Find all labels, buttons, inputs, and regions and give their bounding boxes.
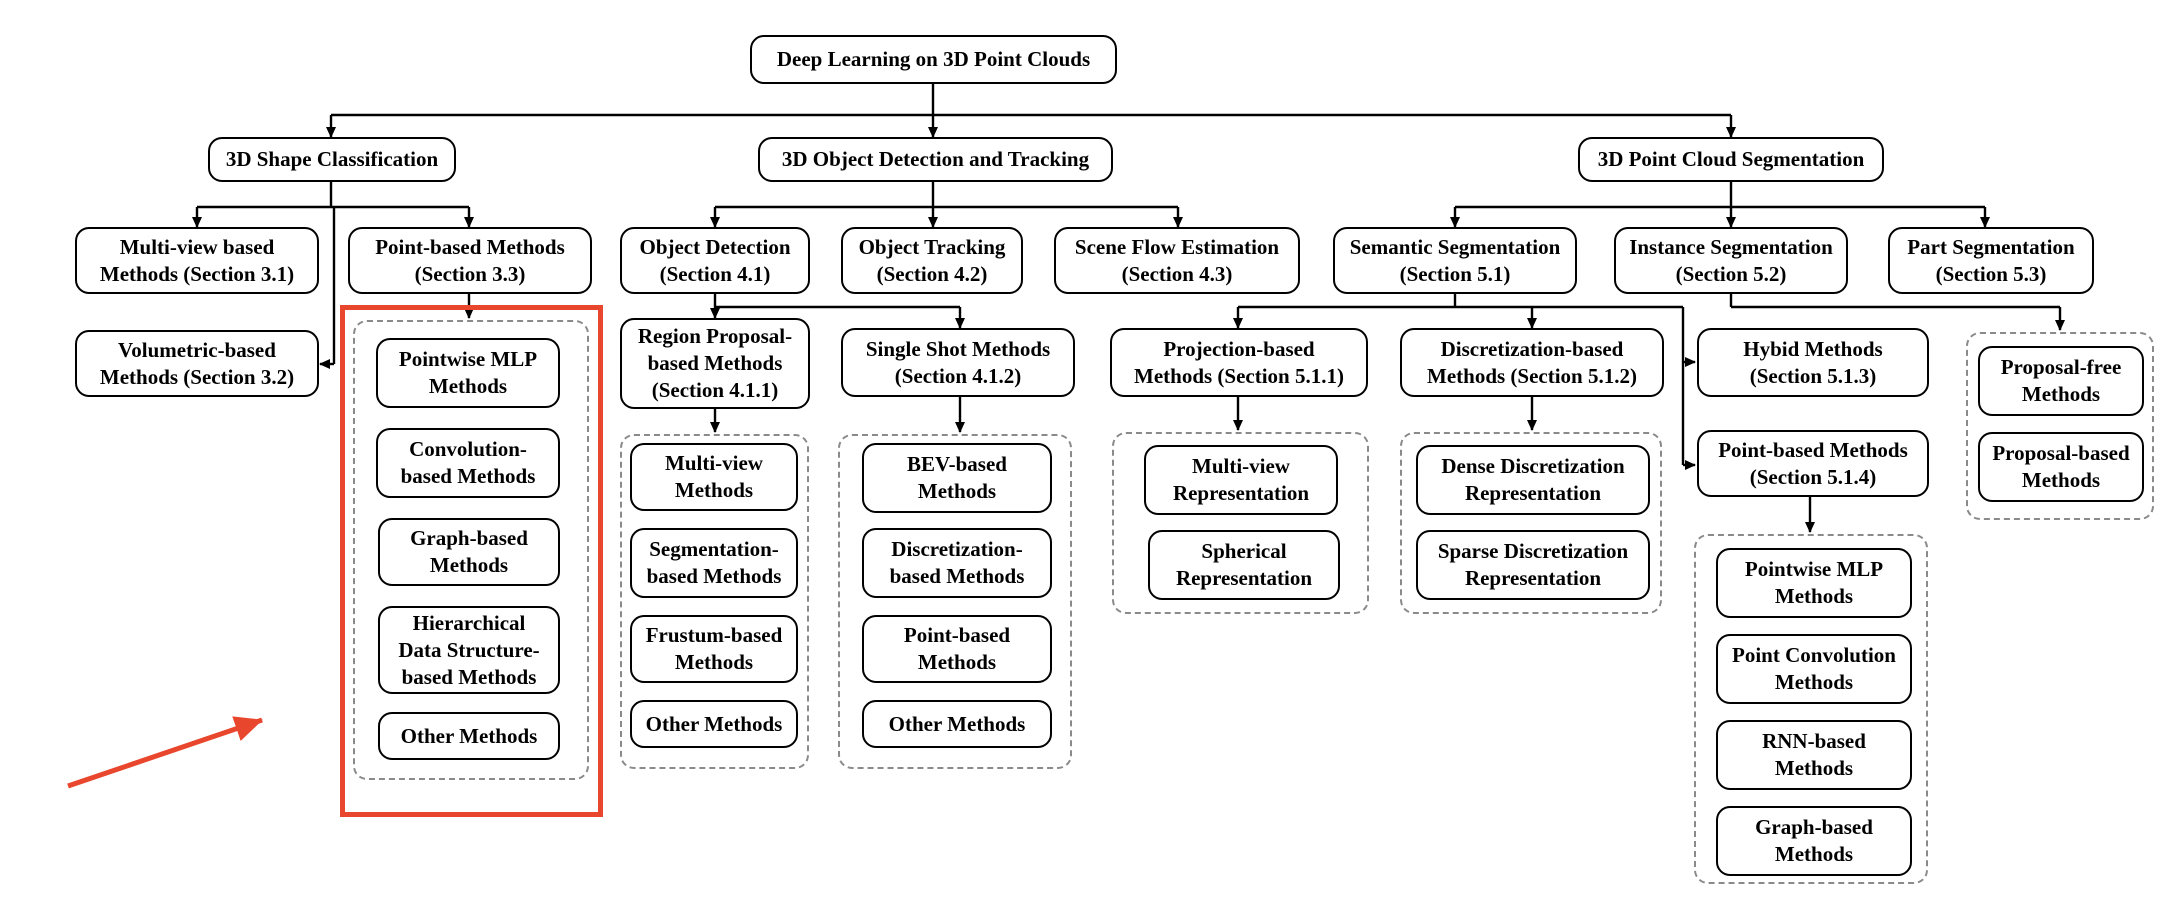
- other-methods-node: Other Methods: [378, 712, 560, 760]
- rnn-based-node: RNN-based Methods: [1716, 720, 1912, 790]
- semantic-segmentation-node: Semantic Segmentation (Section 5.1): [1333, 227, 1577, 294]
- instance-segmentation-group: [1966, 332, 2154, 520]
- object-detection-tracking-node: 3D Object Detection and Tracking: [758, 137, 1113, 182]
- ss-other-node: Other Methods: [862, 700, 1052, 748]
- single-shot-group: [838, 434, 1072, 769]
- ss-discretization-node: Discretization- based Methods: [862, 528, 1052, 598]
- volumetric-methods-node: Volumetric-based Methods (Section 3.2): [75, 330, 319, 397]
- sparse-discretization-node: Sparse Discretization Representation: [1416, 530, 1650, 600]
- convolution-based-node: Convolution- based Methods: [376, 428, 560, 498]
- multiview-methods-node: Multi-view based Methods (Section 3.1): [75, 227, 319, 294]
- discretization-group: [1400, 432, 1662, 614]
- scene-flow-node: Scene Flow Estimation (Section 4.3): [1054, 227, 1300, 294]
- part-segmentation-node: Part Segmentation (Section 5.3): [1888, 227, 2094, 294]
- proposal-free-node: Proposal-free Methods: [1978, 346, 2144, 416]
- discretization-based-node: Discretization-based Methods (Section 5.…: [1400, 328, 1664, 397]
- ss-point-based-node: Point-based Methods: [862, 615, 1052, 683]
- point-based-methods-node: Point-based Methods (Section 3.3): [348, 227, 592, 294]
- object-detection-node: Object Detection (Section 4.1): [620, 227, 810, 294]
- dense-discretization-node: Dense Discretization Representation: [1416, 445, 1650, 515]
- rp-frustum-node: Frustum-based Methods: [630, 615, 798, 683]
- ss-bev-node: BEV-based Methods: [862, 443, 1052, 513]
- rp-multiview-node: Multi-view Methods: [630, 443, 798, 511]
- pointwise-mlp-node: Pointwise MLP Methods: [376, 338, 560, 408]
- spherical-representation-node: Spherical Representation: [1148, 530, 1340, 600]
- multiview-representation-node: Multi-view Representation: [1144, 445, 1338, 515]
- rp-other-node: Other Methods: [630, 700, 798, 748]
- rp-segmentation-node: Segmentation- based Methods: [630, 528, 798, 598]
- instance-segmentation-node: Instance Segmentation (Section 5.2): [1614, 227, 1848, 294]
- hierarchical-data-node: Hierarchical Data Structure- based Metho…: [378, 606, 560, 694]
- graph-based-node: Graph-based Methods: [378, 518, 560, 586]
- hybrid-methods-node: Hybid Methods (Section 5.1.3): [1697, 328, 1929, 397]
- single-shot-node: Single Shot Methods (Section 4.1.2): [841, 328, 1075, 397]
- object-tracking-node: Object Tracking (Section 4.2): [841, 227, 1023, 294]
- point-cloud-segmentation-node: 3D Point Cloud Segmentation: [1578, 137, 1884, 182]
- proposal-based-node: Proposal-based Methods: [1978, 432, 2144, 502]
- segmentation-point-based-group: [1694, 534, 1928, 884]
- root-node: Deep Learning on 3D Point Clouds: [750, 35, 1117, 84]
- region-proposal-node: Region Proposal- based Methods (Section …: [620, 318, 810, 409]
- seg-point-based-node: Point-based Methods (Section 5.1.4): [1697, 430, 1929, 497]
- region-proposal-group: [620, 434, 809, 769]
- projection-group: [1112, 432, 1369, 614]
- classification-point-based-group: [353, 320, 589, 780]
- shape-classification-node: 3D Shape Classification: [208, 137, 456, 182]
- seg-graph-based-node: Graph-based Methods: [1716, 806, 1912, 876]
- projection-based-node: Projection-based Methods (Section 5.1.1): [1110, 328, 1368, 397]
- point-convolution-node: Point Convolution Methods: [1716, 634, 1912, 704]
- seg-pointwise-mlp-node: Pointwise MLP Methods: [1716, 548, 1912, 618]
- highlight-box: [340, 305, 603, 817]
